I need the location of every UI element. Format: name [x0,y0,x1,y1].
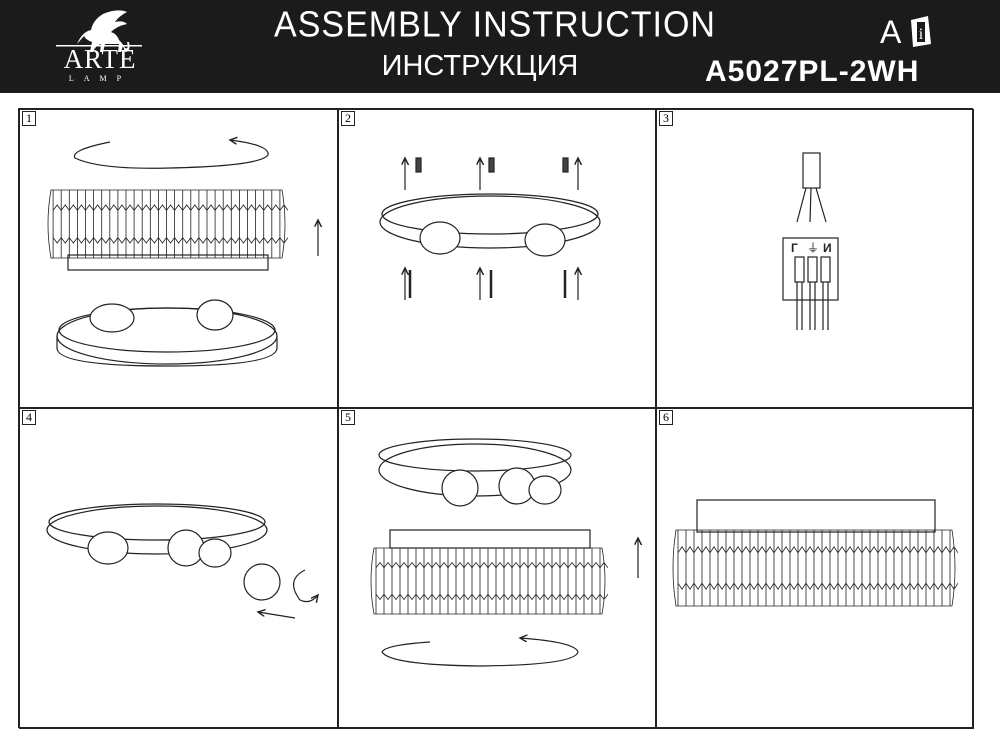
ceiling-base-with-sockets [56,299,278,367]
shade-mount-plate [389,529,591,549]
terminal-label: Г [791,241,798,255]
step-number: 1 [22,111,36,126]
page-title: ASSEMBLY INSTRUCTION [274,5,716,45]
step-4-panel: 4 [19,408,338,729]
header: ARTE LAMP ASSEMBLY INSTRUCTION ИНСТРУКЦИ… [0,0,1000,93]
step-number: 2 [341,111,355,126]
step-number: 3 [659,111,673,126]
rotate-arrow-icon [381,638,579,667]
step-6-panel: 6 [656,408,974,729]
step-3-panel: 3 [656,109,974,408]
step-number: 4 [22,410,36,425]
step-number: 6 [659,410,673,425]
terminal-label: ⏚ [807,241,819,255]
ceiling-base-with-bulbs [378,438,572,507]
svg-text:i: i [919,26,924,43]
ceiling-base-with-sockets [379,193,601,257]
shade-ribs [370,547,609,615]
step-1-panel: 1 [19,109,338,408]
page-title-russian: ИНСТРУКЦИЯ [381,50,579,82]
rotate-arrow-icon [73,140,269,169]
wiring-terminal-block: Г ⏚ И [782,152,839,330]
ribbed-shade [672,529,959,607]
ceiling-base-with-bulbs [46,503,318,619]
step-number: 5 [341,410,355,425]
brand-subtitle: LAMP [68,74,132,83]
model-number: A5027PL-2WH [705,55,920,88]
ribbed-shade [370,547,609,615]
steps-grid: 1 2 3 4 5 6 [18,108,974,729]
brand-name: ARTE [63,44,137,74]
terminal-label: И [823,241,832,255]
step-5-panel: 5 [338,408,656,729]
shade-mount-plate [696,499,936,533]
info-book-icon: i [911,16,931,47]
shade-mount-plate [67,254,269,271]
ribbed-shade [47,189,289,259]
language-label: A [880,14,902,50]
winged-lion-logo-icon [56,10,142,52]
step-2-panel: 2 [338,109,656,408]
shade-ribs [672,529,959,607]
shade-ribs [47,189,289,259]
screw-and-anchor-icons [405,158,578,300]
